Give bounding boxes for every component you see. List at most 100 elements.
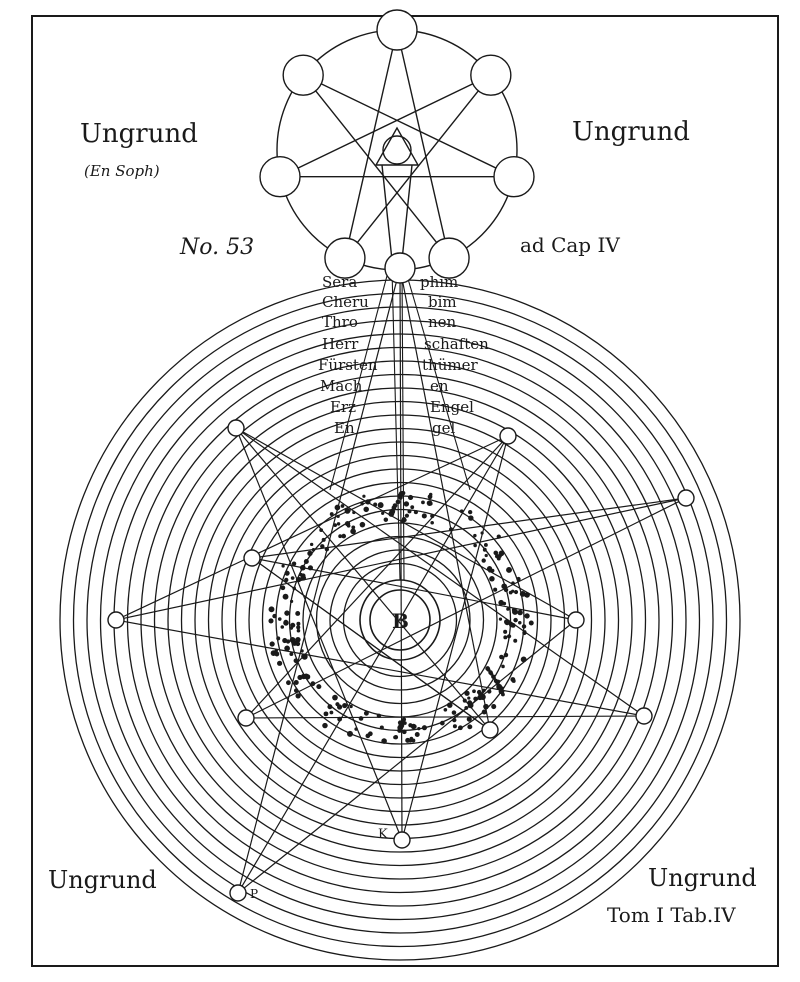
- band-dot: [289, 599, 294, 603]
- lower-star-line: [235, 427, 491, 731]
- lower-star-line: [237, 619, 577, 894]
- lower-star-line: [115, 435, 509, 621]
- band-dot: [521, 624, 527, 629]
- band-dot: [347, 730, 353, 737]
- band-dot: [503, 635, 508, 640]
- centre-rings: [359, 579, 441, 661]
- band-dot: [519, 611, 523, 615]
- band-dot: [451, 710, 457, 715]
- band-dot: [359, 521, 366, 528]
- band-dot: [481, 558, 486, 563]
- band-dot: [467, 696, 471, 700]
- band-dot: [284, 570, 290, 576]
- upper-node-circle: [324, 237, 366, 279]
- hierarchy-right-word: Engel: [430, 398, 474, 416]
- band-dot: [421, 725, 428, 731]
- ungrund-bottom-left: Ungrund: [48, 866, 157, 894]
- band-dot: [284, 577, 289, 583]
- band-dot: [289, 637, 296, 643]
- lower-star-line: [251, 557, 577, 621]
- band-dot: [426, 500, 433, 506]
- upper-node-circle: [282, 54, 324, 96]
- upper-node-circle: [376, 9, 418, 51]
- band-dot: [498, 617, 503, 621]
- band-dot: [296, 621, 301, 626]
- band-dot: [329, 512, 334, 517]
- band-dot: [282, 637, 288, 644]
- band-dot: [411, 738, 416, 743]
- band-dot: [323, 711, 329, 717]
- lower-star-line: [245, 435, 509, 719]
- upper-node-circle: [470, 54, 512, 96]
- band-dot: [381, 511, 385, 515]
- central-triangle: [374, 126, 420, 166]
- lower-star-line: [237, 267, 401, 894]
- en-soph-label: (En Soph): [84, 162, 160, 180]
- band-dot: [496, 556, 501, 561]
- ungrund-bottom-right: Ungrund: [648, 864, 757, 892]
- upper-star-circle: [259, 9, 535, 279]
- band-dot: [473, 533, 477, 538]
- lower-star-line: [235, 427, 577, 621]
- band-dot: [481, 709, 487, 715]
- band-dot: [301, 653, 308, 660]
- plate-number: No. 53: [179, 235, 254, 260]
- band-dot: [421, 500, 425, 505]
- band-dot: [493, 587, 498, 592]
- band-dot: [468, 515, 474, 521]
- band-dot: [383, 517, 389, 522]
- band-dot: [280, 585, 286, 591]
- band-dot: [281, 564, 285, 568]
- band-dot: [503, 629, 508, 634]
- band-dot: [295, 611, 301, 616]
- band-dot: [458, 725, 463, 731]
- band-dot: [516, 576, 521, 582]
- band-dot: [489, 576, 495, 582]
- band-dot: [340, 504, 345, 508]
- stem-line-left: [381, 164, 393, 261]
- band-dot: [512, 608, 518, 615]
- ungrund-top-left: Ungrund: [80, 119, 198, 149]
- band-dot: [307, 550, 313, 556]
- hierarchy-left-word: Fürsten: [318, 356, 378, 374]
- upper-heptagram: [279, 29, 515, 259]
- band-dot: [439, 720, 445, 726]
- band-dot: [289, 652, 294, 657]
- band-dot: [321, 537, 326, 542]
- lower-star-line: [245, 715, 645, 719]
- band-dot: [493, 550, 499, 556]
- band-dot: [289, 626, 294, 630]
- band-dot: [518, 620, 522, 625]
- stem-line-right: [401, 164, 413, 261]
- band-dot: [472, 689, 476, 694]
- hierarchy-left-word: Mach: [320, 377, 363, 395]
- center-letter: B: [392, 609, 409, 633]
- band-dot: [350, 528, 356, 535]
- hierarchy-right-word: nen: [428, 313, 457, 331]
- band-dot: [421, 513, 427, 519]
- band-dot: [513, 589, 519, 595]
- band-dot: [342, 702, 348, 709]
- world-ring: [234, 454, 566, 786]
- upper-star-line: [279, 74, 492, 178]
- band-dot: [506, 566, 512, 573]
- band-dot: [464, 690, 470, 696]
- lower-star-line: [251, 497, 687, 559]
- band-dot: [272, 613, 277, 619]
- band-dot: [389, 508, 396, 515]
- band-dot: [269, 641, 275, 647]
- lower-star-line: [251, 557, 491, 731]
- band-dot: [524, 613, 530, 619]
- band-dot: [290, 576, 295, 580]
- lower-star-line: [115, 497, 687, 621]
- hierarchy-right-word: en: [430, 377, 449, 395]
- band-dot: [277, 617, 282, 621]
- band-dot: [335, 702, 340, 707]
- lower-heptagram: [115, 267, 687, 894]
- band-dot: [403, 501, 410, 507]
- band-dot: [484, 553, 488, 558]
- band-dot: [362, 494, 366, 498]
- lower-node-circle: [393, 831, 411, 849]
- lower-node-circle: [243, 549, 261, 567]
- band-dot: [327, 704, 333, 710]
